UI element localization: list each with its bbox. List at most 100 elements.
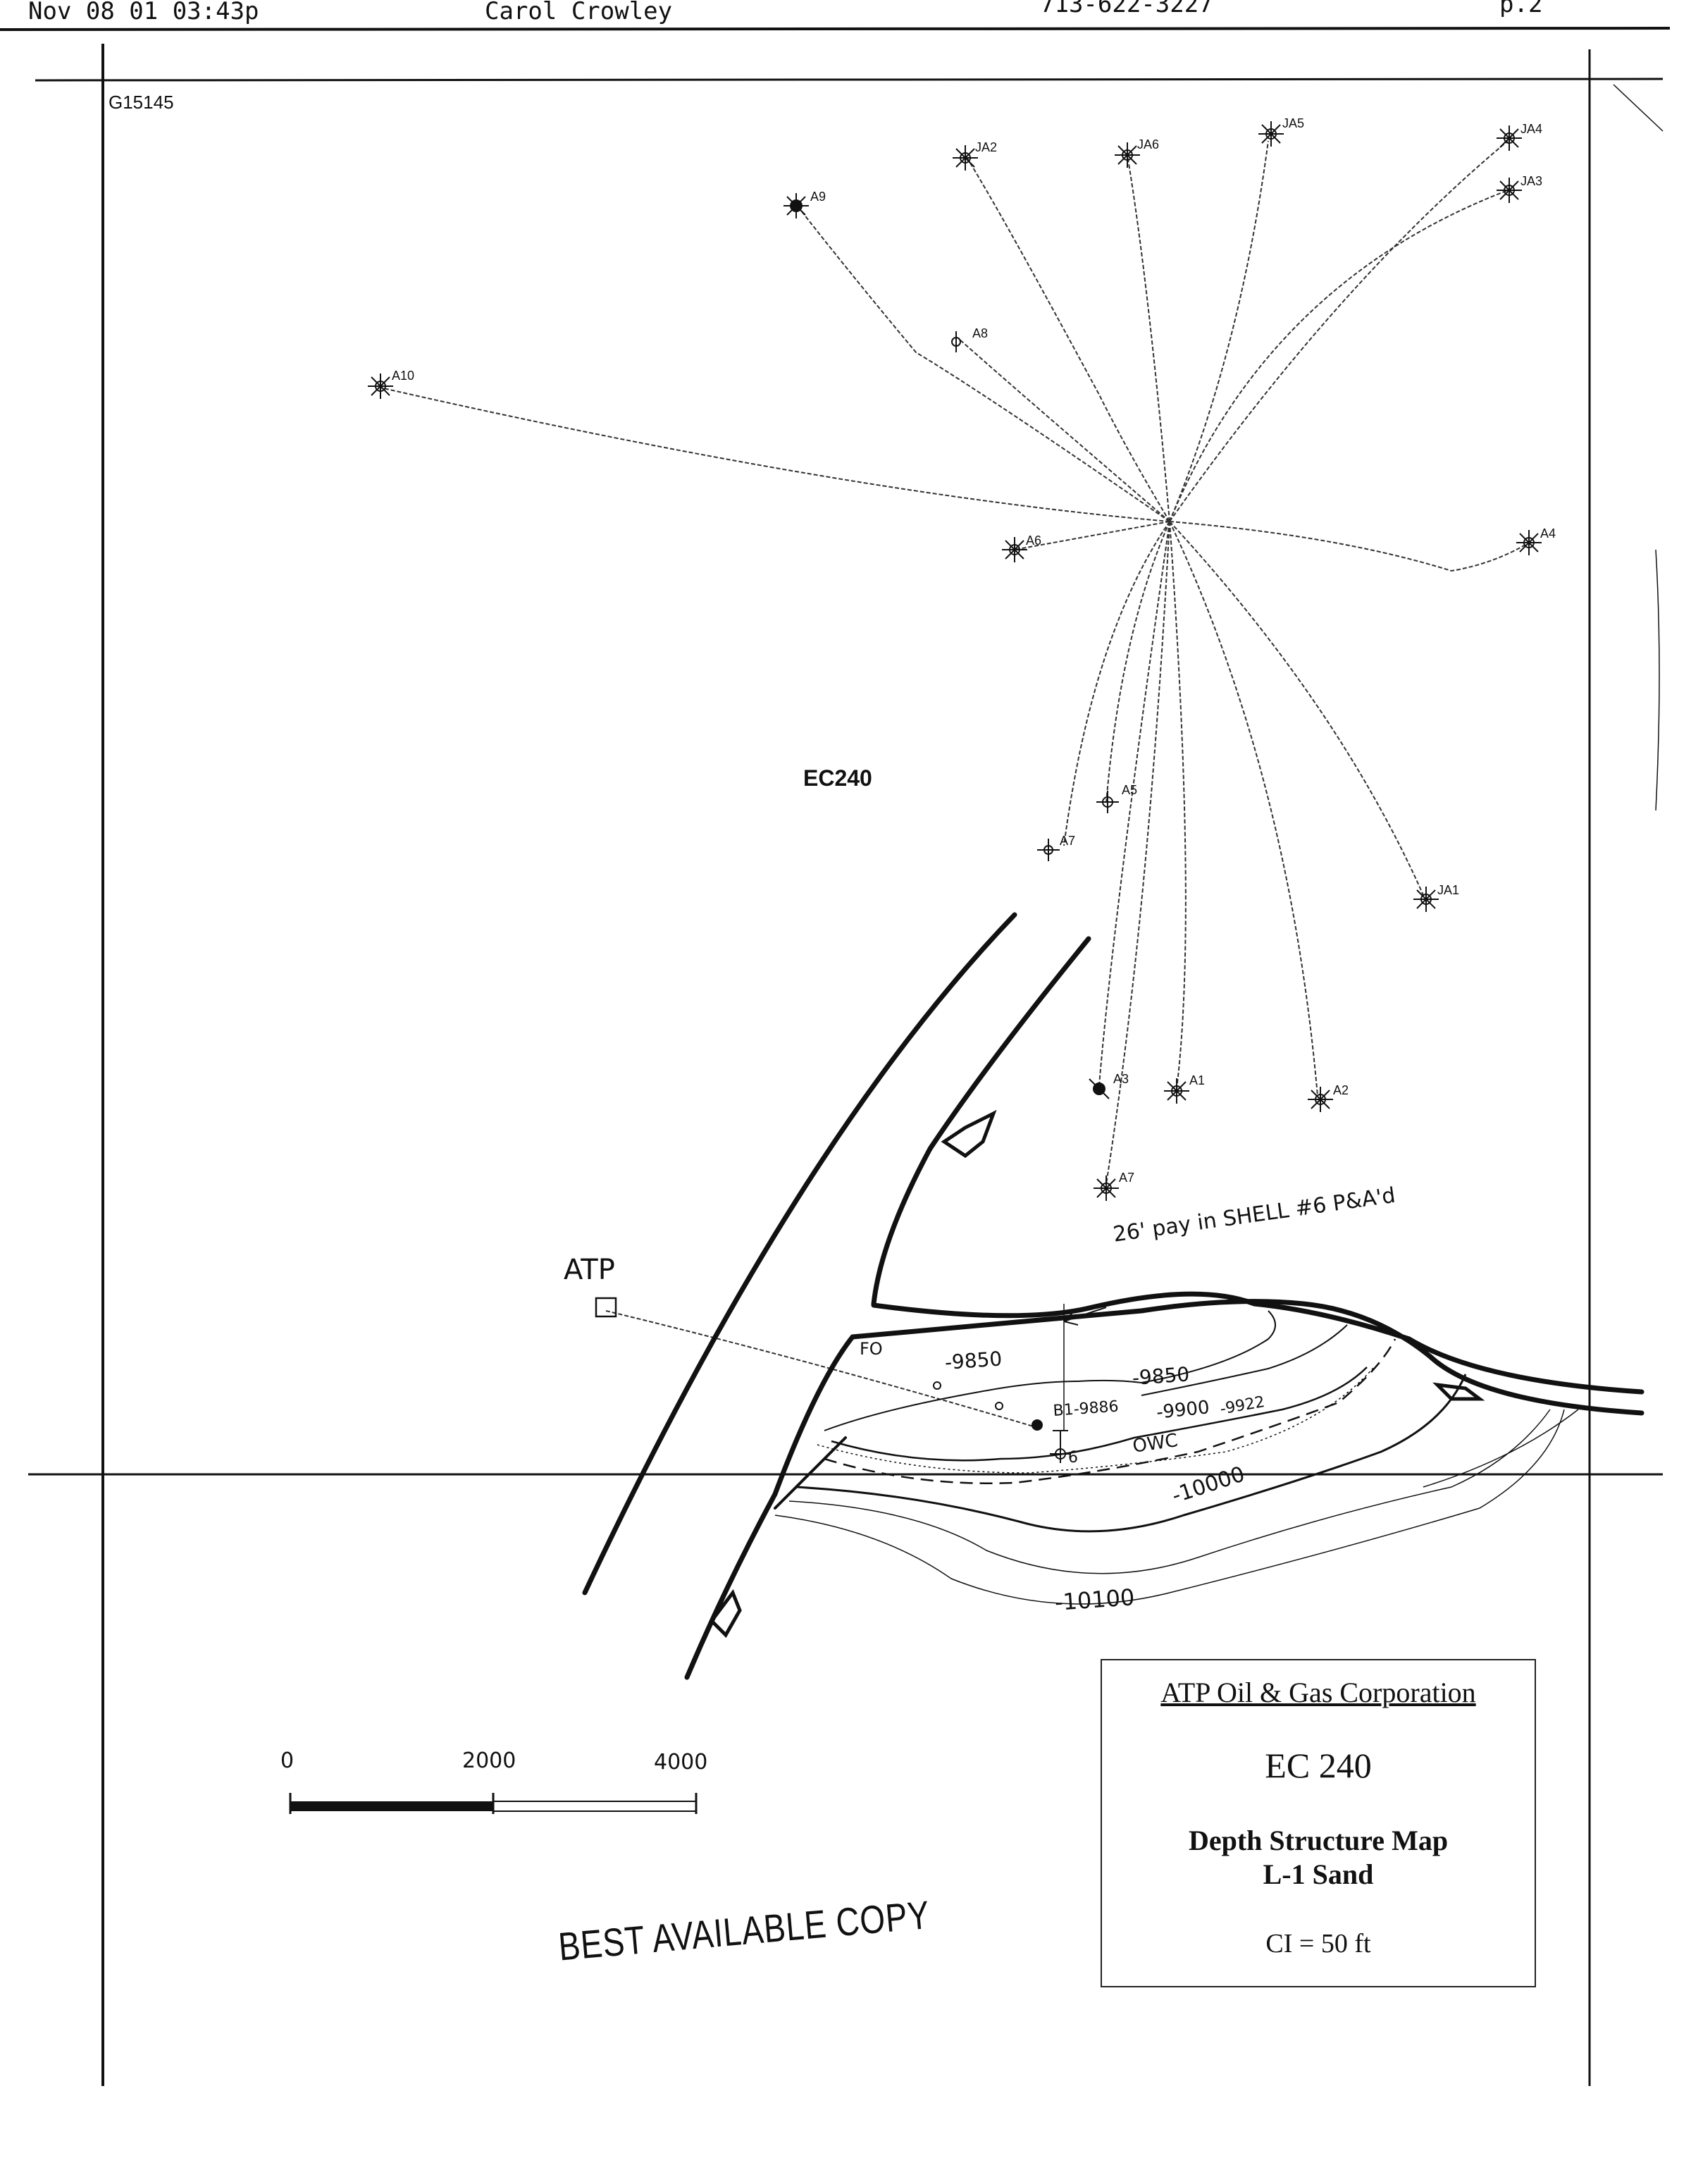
contour-9900 xyxy=(831,1366,1368,1462)
contour-label-10100: -10100 xyxy=(1053,1584,1136,1616)
contour-9850-a xyxy=(824,1310,1276,1431)
scale-bar xyxy=(289,1793,698,1814)
well-symbol-a9 xyxy=(783,193,809,218)
well-path-a9 xyxy=(795,204,1170,522)
well-label-a7-bottom: A7 xyxy=(1119,1171,1135,1185)
contour-owc xyxy=(824,1338,1396,1485)
title-sand-name: L-1 Sand xyxy=(1263,1858,1374,1890)
well-symbol-a6 xyxy=(1002,537,1027,562)
well-path-ja3 xyxy=(1169,190,1509,522)
well-label-ja5: JA5 xyxy=(1282,116,1305,130)
title-map-name: Depth Structure Map xyxy=(1188,1825,1449,1856)
fault-splinter xyxy=(774,1436,847,1510)
well-label-ja3: JA3 xyxy=(1520,174,1543,188)
fault-main-north xyxy=(871,1291,1644,1395)
well-symbol-a7-mid xyxy=(1037,839,1060,861)
scale-bar-filled-segment xyxy=(290,1801,493,1811)
contour-label-9850-right: -9850 xyxy=(1131,1362,1191,1390)
well-path-ja4 xyxy=(1169,140,1509,522)
well-label-a5: A5 xyxy=(1122,783,1138,797)
title-block: ATP Oil & Gas Corporation EC 240 Depth S… xyxy=(1101,1659,1536,1987)
well-path-a6 xyxy=(1014,521,1170,550)
well-symbol-a7-bottom xyxy=(1094,1176,1119,1201)
well-symbol-ja4 xyxy=(1497,125,1522,151)
well-symbol-a2 xyxy=(1308,1087,1333,1112)
well-symbol-a10 xyxy=(368,374,393,399)
fault-tick-lower xyxy=(709,1588,742,1639)
well-label-ja1: JA1 xyxy=(1437,883,1460,897)
well-label-ja6: JA6 xyxy=(1137,137,1160,152)
contour-9850-b xyxy=(1141,1324,1348,1396)
scale-label-2000: 2000 xyxy=(462,1748,516,1773)
well-label-ja2: JA2 xyxy=(975,140,998,154)
well-symbol-ja3 xyxy=(1497,178,1522,203)
fax-date-time: Nov 08 01 03:43p xyxy=(28,0,259,25)
platform-atp-symbol xyxy=(595,1297,617,1318)
well-path-ja6 xyxy=(1127,154,1170,522)
fax-phone: 713-622-3227 xyxy=(1040,0,1213,18)
well-label-a2: A2 xyxy=(1333,1083,1349,1097)
fault-traces xyxy=(582,912,1644,1680)
well-path-a2 xyxy=(1169,521,1318,1097)
well-path-a7-bottom xyxy=(1105,521,1170,1185)
atp-label: ATP xyxy=(564,1254,615,1286)
contour-10000 xyxy=(795,1374,1467,1533)
well-path-ja1 xyxy=(1169,521,1424,896)
well-label-a10: A10 xyxy=(392,369,415,383)
title-contour-interval: CI = 50 ft xyxy=(1265,1929,1371,1958)
well-symbol-a8-top xyxy=(951,331,961,352)
well-path-a1 xyxy=(1169,521,1187,1090)
fault-ticks xyxy=(709,1109,1485,1639)
well-symbol-a5 xyxy=(1096,791,1119,813)
well-path-atp xyxy=(605,1310,1036,1428)
well-label-a1: A1 xyxy=(1189,1073,1206,1087)
fault-left xyxy=(582,912,1017,1596)
well-symbol-small-2 xyxy=(995,1402,1003,1410)
well-path-ja5 xyxy=(1169,140,1269,522)
well-label-a9: A9 xyxy=(810,190,826,204)
contour-lines xyxy=(774,1310,1579,1605)
well-symbol-a1 xyxy=(1164,1078,1189,1104)
well-symbol-a4 xyxy=(1516,530,1542,555)
title-company: ATP Oil & Gas Corporation xyxy=(1160,1677,1476,1708)
fault-tick-upper xyxy=(941,1109,997,1159)
contour-label-9850-left: -9850 xyxy=(943,1347,1003,1374)
well-symbol-ja2 xyxy=(953,145,978,171)
block-label: EC240 xyxy=(803,765,872,791)
well-label-a7-mid: A7 xyxy=(1060,834,1076,848)
well-paths xyxy=(380,140,1530,1428)
fo-label: FO xyxy=(860,1339,883,1359)
well-path-a10 xyxy=(380,387,1170,522)
top-border xyxy=(35,78,1664,82)
well-symbol-a3 xyxy=(1089,1078,1110,1099)
well-label-6: 6 xyxy=(1068,1449,1078,1467)
contour-10050 xyxy=(788,1409,1551,1574)
fault-upper xyxy=(871,936,1091,1307)
pay-note-arrow xyxy=(1063,1307,1107,1326)
well-symbol-ja5 xyxy=(1258,121,1284,147)
well-symbols xyxy=(368,121,1542,1463)
fault-tick-east xyxy=(1432,1382,1485,1401)
well-label-a4: A4 xyxy=(1540,526,1556,541)
well-path-a4 xyxy=(1169,521,1530,572)
well-label-a6: A6 xyxy=(1026,533,1042,548)
well-path-a8 xyxy=(958,338,1170,522)
scale-label-0: 0 xyxy=(280,1748,295,1773)
contour-east xyxy=(1423,1409,1579,1488)
well-symbol-b1 xyxy=(1032,1419,1043,1431)
scale-label-4000: 4000 xyxy=(654,1750,708,1775)
map-id-label: G15145 xyxy=(109,92,174,113)
well-symbol-ja1 xyxy=(1413,887,1439,912)
fax-header: Nov 08 01 03:43p Carol Crowley 713-622-3… xyxy=(0,0,1691,28)
annotation-leaders xyxy=(1063,1304,1107,1431)
header-rule xyxy=(0,27,1671,31)
title-block-name: EC 240 xyxy=(1265,1746,1372,1785)
contour-10100 xyxy=(774,1409,1565,1605)
corner-mark xyxy=(1613,84,1664,132)
fax-page-number: p.2 xyxy=(1499,0,1543,18)
well-path-a7-mid xyxy=(1063,521,1170,846)
contour-9922 xyxy=(817,1366,1375,1474)
map-frame xyxy=(0,27,1671,2086)
well-label-a3: A3 xyxy=(1113,1072,1129,1086)
fault-lower xyxy=(684,1334,855,1680)
